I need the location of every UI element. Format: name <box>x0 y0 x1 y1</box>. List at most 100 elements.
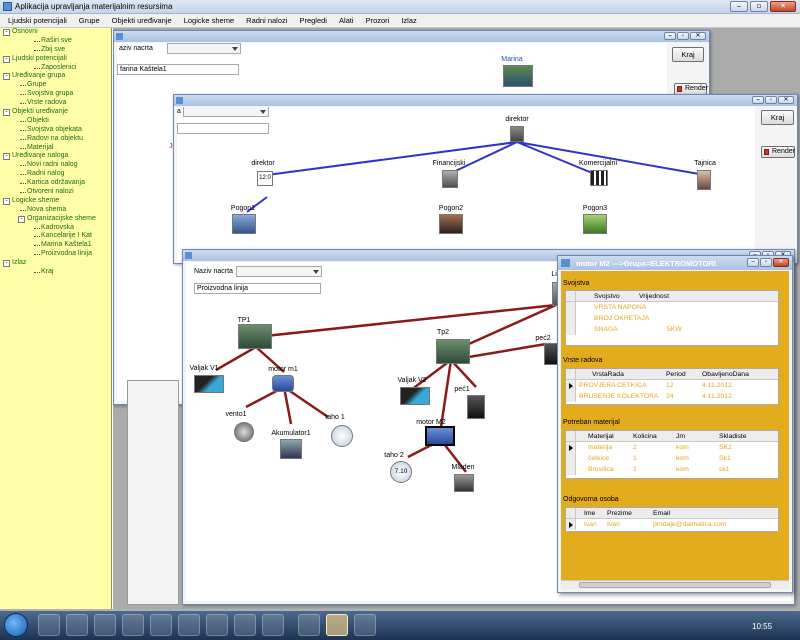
table-cell[interactable]: Sk1 <box>719 455 731 462</box>
tree-item[interactable]: Otvoreni nalozi <box>0 188 111 197</box>
table-cell[interactable]: četkice <box>588 455 610 462</box>
column-header[interactable]: Ime <box>584 509 596 517</box>
close-button[interactable]: ✕ <box>773 258 789 267</box>
motor-m2-icon[interactable] <box>425 426 455 446</box>
tree-item[interactable]: -Ljudski potencijali <box>0 55 111 64</box>
tree-item[interactable]: Vrste radova <box>0 99 111 108</box>
render-button[interactable]: Render <box>761 146 795 158</box>
motor-m1-icon[interactable] <box>272 375 294 392</box>
app-taskbar-icon[interactable] <box>354 614 376 636</box>
maximize-button[interactable]: ▫ <box>750 1 768 12</box>
horizontal-scrollbar[interactable] <box>561 580 789 589</box>
tree-item[interactable]: Kancelarije I Kat <box>0 232 111 241</box>
tree-expander-icon[interactable]: - <box>18 215 25 223</box>
materijal-grid[interactable]: Materijal Kolicina Jm Skladiste materija… <box>565 430 779 479</box>
table-cell[interactable]: kom <box>676 444 689 451</box>
pogon3-workers-icon[interactable] <box>583 214 607 234</box>
nacrt-combo[interactable] <box>183 107 269 117</box>
svojstva-grid[interactable]: Svojstvo Vrijednost VRSTA NAPONA BROJ OK… <box>565 290 779 346</box>
table-row[interactable]: četkice 1 kom Sk1 <box>566 453 778 464</box>
column-header[interactable]: Vrijednost <box>639 292 669 300</box>
table-cell[interactable]: Ivan <box>584 521 597 528</box>
column-header[interactable]: VrstaRada <box>592 370 624 378</box>
column-header[interactable]: Prezime <box>607 509 632 517</box>
nacrt-name-field[interactable] <box>177 123 269 134</box>
table-row[interactable]: materija 2 kom SK2 <box>566 442 778 453</box>
table-cell[interactable]: kom <box>676 455 689 462</box>
tajnica-person-icon[interactable] <box>697 170 711 190</box>
nacrt-combo[interactable] <box>236 266 322 277</box>
komercijalni-chart-icon[interactable] <box>590 170 608 186</box>
tree-item[interactable]: Radni nalog <box>0 170 111 179</box>
minimize-button[interactable]: ‒ <box>664 32 676 40</box>
table-row[interactable]: PROVJERA ČETKICA 12 4.11.2012. <box>566 380 778 391</box>
ie-taskbar-icon[interactable] <box>66 614 88 636</box>
table-cell[interactable]: sk1 <box>719 466 730 473</box>
tree-item[interactable]: Zbij sve <box>0 46 111 55</box>
menu-grupe[interactable]: Grupe <box>78 16 100 25</box>
tree-item[interactable]: Objekti <box>0 117 111 126</box>
table-row[interactable]: VRSTA NAPONA <box>566 302 778 313</box>
tree-item[interactable]: Kraj <box>0 268 111 277</box>
table-cell[interactable]: 5KW <box>667 326 682 333</box>
maximize-button[interactable]: ▫ <box>760 258 772 267</box>
direktor-clock-icon[interactable]: 12:0 <box>257 171 273 186</box>
minimize-button[interactable]: ‒ <box>747 258 759 267</box>
close-button[interactable]: ✕ <box>770 1 796 12</box>
table-row[interactable]: Ivan Ivan prodaje@dalmatica.com <box>566 519 778 530</box>
table-cell[interactable]: 24 <box>666 393 674 400</box>
minimize-button[interactable]: ‒ <box>752 96 764 104</box>
tree-item[interactable]: Marina Kaštela1 <box>0 241 111 250</box>
app-taskbar-icon[interactable] <box>178 614 200 636</box>
tree-item[interactable]: Svojstva grupa <box>0 90 111 99</box>
tree-item[interactable]: Materijal <box>0 144 111 153</box>
pogon1-workers-icon[interactable] <box>232 214 256 234</box>
media-taskbar-icon[interactable] <box>94 614 116 636</box>
tree-item[interactable]: -Uređivanje naloga <box>0 152 111 161</box>
maximize-button[interactable]: ▫ <box>765 96 777 104</box>
menu-pregledi[interactable]: Pregledi <box>299 16 327 25</box>
tree-item[interactable]: -Organizacijske sheme <box>0 215 111 224</box>
menu-ljudski-potencijali[interactable]: Ljudski potencijali <box>8 16 67 25</box>
app-taskbar-icon[interactable] <box>234 614 256 636</box>
taho1-gauge-icon[interactable] <box>331 425 353 447</box>
tree-item[interactable]: Proizvodna linija <box>0 250 111 259</box>
financijski-people-icon[interactable] <box>442 170 458 188</box>
pec1-stove-icon[interactable] <box>467 395 485 419</box>
direktor-person-icon[interactable] <box>510 126 524 142</box>
tree-item[interactable]: Novi radni nalog <box>0 161 111 170</box>
tree-item[interactable]: Nova shema <box>0 206 111 215</box>
table-cell[interactable]: materija <box>588 444 613 451</box>
nacrt-name-field[interactable]: farina Kaštela1 <box>117 64 239 75</box>
tree-item[interactable]: -Uređivanje grupa <box>0 72 111 81</box>
close-button[interactable]: ✕ <box>690 32 706 40</box>
cursor-taskbar-icon[interactable] <box>122 614 144 636</box>
tp1-machine-icon[interactable] <box>238 324 272 349</box>
table-cell[interactable]: kom <box>676 466 689 473</box>
tree-expander-icon[interactable]: - <box>3 73 10 81</box>
vento1-fan-icon[interactable] <box>234 422 254 442</box>
tree-expander-icon[interactable]: - <box>3 55 10 63</box>
table-cell[interactable]: Ivan <box>607 521 620 528</box>
table-row[interactable]: BROJ OKRETAJA <box>566 313 778 324</box>
tree-item[interactable]: -Izlaz <box>0 259 111 268</box>
tp2-machine-icon[interactable] <box>436 339 470 364</box>
table-cell[interactable]: 1 <box>633 466 637 473</box>
table-cell[interactable]: 1 <box>633 455 637 462</box>
table-cell[interactable]: Brusilica <box>588 466 614 473</box>
tree-expander-icon[interactable]: - <box>3 29 10 36</box>
menu-izlaz[interactable]: Izlaz <box>401 16 417 25</box>
valjak-v2-roller-icon[interactable] <box>400 387 430 405</box>
kraj-button[interactable]: Kraj <box>761 110 794 125</box>
table-cell[interactable]: 12 <box>666 382 674 389</box>
taskbar-clock[interactable]: 10:55 <box>752 622 773 631</box>
start-button[interactable] <box>4 613 28 637</box>
tree-expander-icon[interactable]: - <box>3 197 10 205</box>
tree-item[interactable]: Svojstva objekata <box>0 126 111 135</box>
tree-item[interactable]: Zaposlenici <box>0 64 111 73</box>
tree-item[interactable]: Kadrovska <box>0 224 111 233</box>
column-header[interactable]: Skladiste <box>719 432 747 440</box>
table-row[interactable]: SNAGA 5KW <box>566 324 778 335</box>
menu-objekti-uredivanje[interactable]: Objekti uređivanje <box>111 16 172 25</box>
table-cell[interactable]: 4.11.2012. <box>702 393 734 400</box>
